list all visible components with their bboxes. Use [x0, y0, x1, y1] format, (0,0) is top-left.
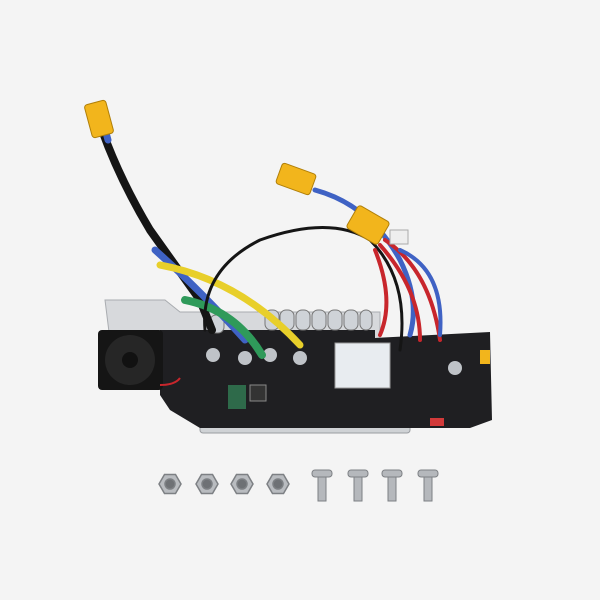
- wires: [98, 114, 443, 359]
- hex-nuts: [158, 473, 290, 495]
- cooling-fan: [98, 330, 181, 390]
- jst-plug: [389, 229, 409, 245]
- pcb-board: [160, 309, 492, 428]
- screws: [311, 469, 439, 502]
- xt-connectors: [84, 99, 390, 245]
